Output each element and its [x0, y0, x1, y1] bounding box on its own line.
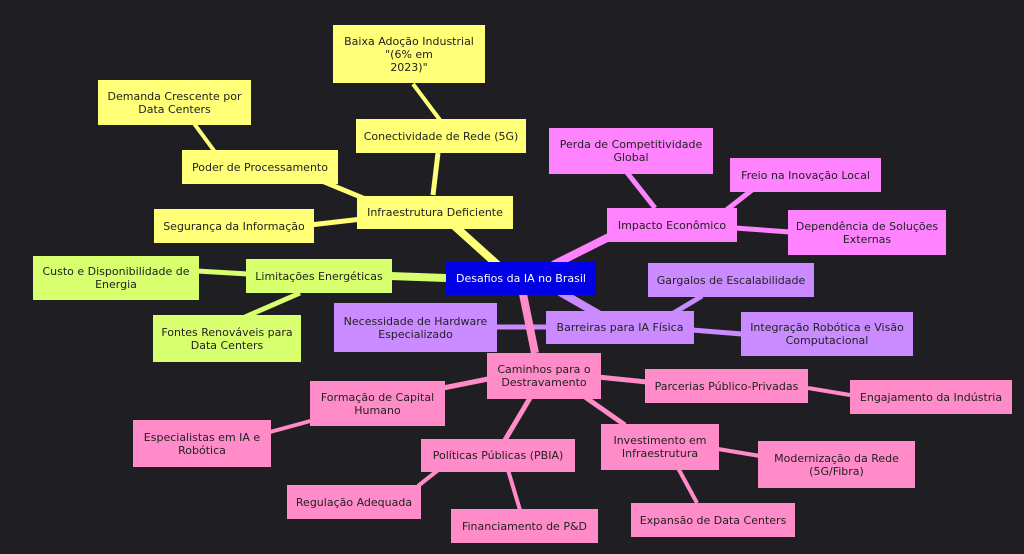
node-hardware[interactable]: Necessidade de Hardware Especializado — [334, 303, 497, 352]
node-dependencia[interactable]: Dependência de Soluções Externas — [788, 210, 946, 255]
node-regulacao[interactable]: Regulação Adequada — [287, 485, 421, 519]
node-renovaveis[interactable]: Fontes Renováveis para Data Centers — [153, 315, 301, 362]
edge-parcerias-engajamento — [807, 386, 851, 397]
node-competitividade[interactable]: Perda de Competitividade Global — [549, 128, 713, 174]
edge-infra-conectividade — [430, 152, 441, 196]
edge-barreiras-integracao — [691, 327, 743, 337]
edge-infra-seguranca — [309, 216, 363, 228]
edge-caminhos-politicas — [502, 396, 533, 442]
node-barreiras[interactable]: Barreiras para IA Física — [546, 311, 694, 344]
edge-politicas-financiamento — [506, 469, 522, 511]
node-conectividade[interactable]: Conectividade de Rede (5G) — [356, 119, 526, 153]
node-demanda[interactable]: Demanda Crescente por Data Centers — [98, 80, 251, 125]
node-root[interactable]: Desafios da IA no Brasil — [446, 262, 596, 295]
node-impacto[interactable]: Impacto Econômico — [607, 208, 737, 242]
node-integracao[interactable]: Integração Robótica e Visão Computaciona… — [741, 312, 913, 356]
edge-investimento-expansao — [676, 467, 699, 504]
node-modernizacao[interactable]: Modernização da Rede (5G/Fibra) — [758, 441, 915, 488]
edge-energia-custo — [196, 268, 249, 277]
edge-root-energia — [389, 272, 447, 282]
node-caminhos[interactable]: Caminhos para o Destravamento — [487, 353, 601, 399]
node-gargalos[interactable]: Gargalos de Escalabilidade — [648, 263, 814, 297]
edge-impacto-dependencia — [734, 225, 791, 235]
node-especialistas[interactable]: Especialistas em IA e Robótica — [133, 420, 271, 467]
node-seguranca[interactable]: Segurança da Informação — [154, 209, 314, 243]
edge-root-caminhos — [519, 293, 539, 354]
edge-caminhos-capital — [442, 376, 489, 391]
node-capital[interactable]: Formação de Capital Humano — [310, 381, 445, 426]
node-infra[interactable]: Infraestrutura Deficiente — [357, 196, 513, 229]
edge-investimento-modernizacao — [717, 447, 761, 458]
edge-caminhos-parcerias — [597, 374, 648, 385]
edge-caminhos-investimento — [583, 394, 627, 428]
node-engajamento[interactable]: Engajamento da Indústria — [850, 380, 1012, 414]
edge-energia-renovaveis — [244, 290, 301, 320]
node-energia[interactable]: Limitações Energéticas — [246, 259, 392, 293]
edge-root-infra — [447, 219, 503, 270]
node-politicas[interactable]: Políticas Públicas (PBIA) — [421, 439, 575, 472]
node-parcerias[interactable]: Parcerias Público-Privadas — [645, 369, 808, 403]
node-freio[interactable]: Freio na Inovação Local — [730, 158, 881, 192]
edge-impacto-competitividade — [623, 168, 657, 210]
edge-conectividade-baixa — [411, 82, 442, 122]
node-baixa-adocao[interactable]: Baixa Adoção Industrial "(6% em 2023)" — [333, 25, 485, 83]
node-financiamento[interactable]: Financiamento de P&D — [451, 509, 598, 543]
node-expansao[interactable]: Expansão de Data Centers — [631, 503, 795, 537]
node-investimento[interactable]: Investimento em Infraestrutura — [601, 424, 719, 470]
node-processamento[interactable]: Poder de Processamento — [182, 150, 338, 184]
node-custo-energia[interactable]: Custo e Disponibilidade de Energia — [33, 256, 199, 300]
